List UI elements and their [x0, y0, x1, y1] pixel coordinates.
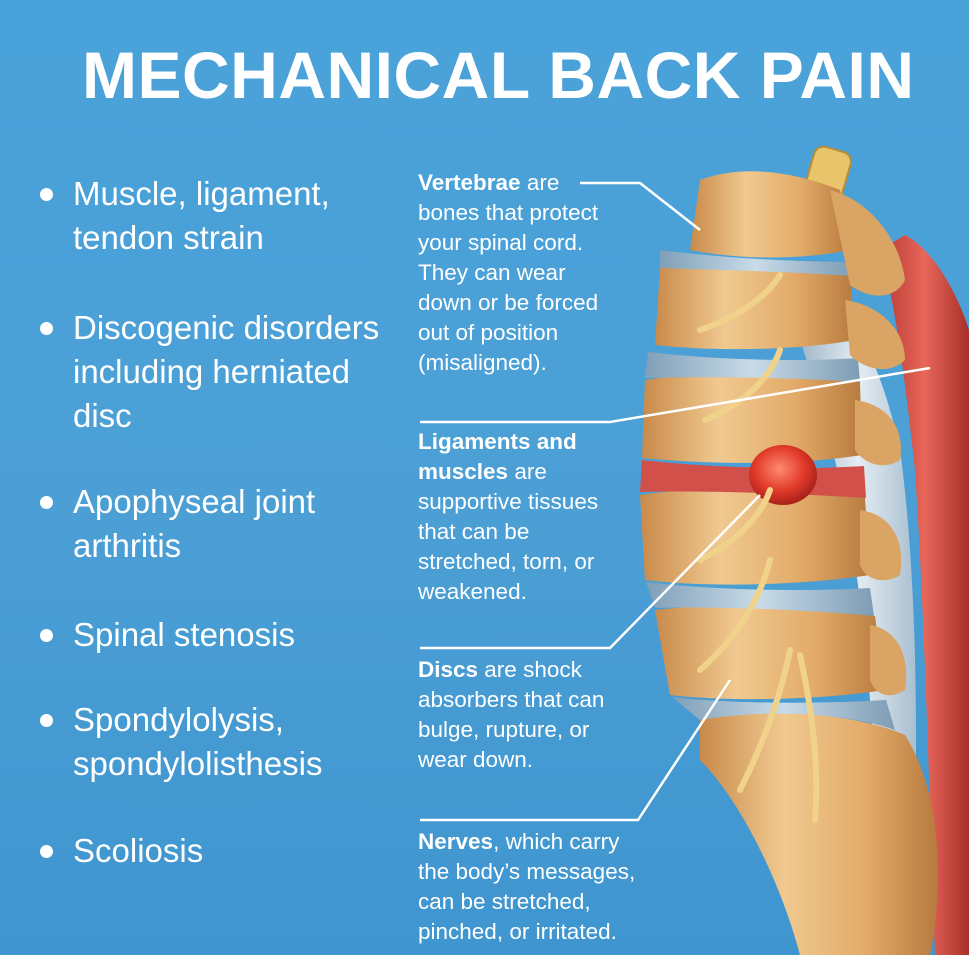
page-title: MECHANICAL BACK PAIN [82, 38, 915, 112]
bullet-dot-icon [40, 714, 53, 727]
muscle [880, 235, 969, 955]
cause-text: Scoliosis [73, 832, 204, 869]
vertebrae-term: Vertebrae [418, 170, 521, 195]
cause-text: Muscle, ligament, tendon strain [73, 175, 330, 256]
vertebrae-annotation: Vertebrae are bones that protect your sp… [418, 168, 668, 378]
vertebrae-line: They can wear [418, 260, 566, 285]
nerves-annotation: Nerves, which carry the body’s messages,… [418, 827, 668, 947]
ligaments-annotation: Ligaments and muscles are supportive tis… [418, 427, 668, 607]
discs-line: bulge, rupture, or [418, 717, 590, 742]
ligaments-second-rest: are [508, 459, 547, 484]
discs-first-rest: are shock [478, 657, 582, 682]
discs-line: wear down. [418, 747, 534, 772]
cause-text: Spinal stenosis [73, 616, 295, 653]
leader-lines [420, 181, 931, 822]
nerves-line: the body’s messages, [418, 859, 636, 884]
bullet-dot-icon [40, 629, 53, 642]
ligaments-line: stretched, torn, or [418, 549, 595, 574]
ligaments-line: weakened. [418, 579, 527, 604]
bullet-dot-icon [40, 188, 53, 201]
list-item: Muscle, ligament, tendon strain [40, 172, 410, 260]
nerves-line: pinched, or irritated. [418, 919, 617, 944]
vertebrae-line: out of position [418, 320, 559, 345]
bullet-dot-icon [40, 496, 53, 509]
list-item: Scoliosis [40, 829, 410, 873]
nerves-first-rest: , which carry [493, 829, 620, 854]
muscles-term: muscles [418, 459, 509, 484]
vertebrae-line: (misaligned). [418, 350, 547, 375]
list-item: Apophyseal joint arthritis [40, 480, 410, 568]
cause-text: Apophyseal joint arthritis [73, 483, 316, 564]
list-item: Spondylolysis, spondylolisthesis [40, 698, 410, 786]
bullet-dot-icon [40, 322, 53, 335]
ligaments-line: that can be [418, 519, 530, 544]
vertebrae-line: your spinal cord. [418, 230, 584, 255]
discs-line: absorbers that can [418, 687, 605, 712]
nerves-term: Nerves [418, 829, 494, 854]
discs-term: Discs [418, 657, 479, 682]
herniated-disc [749, 445, 817, 505]
nerves-line: can be stretched, [418, 889, 591, 914]
cause-text: Discogenic disorders including herniated… [73, 309, 380, 434]
vertebrae-first-rest: are [520, 170, 560, 195]
ligaments-line: supportive tissues [418, 489, 599, 514]
ligaments-term: Ligaments and [418, 429, 577, 454]
discs-annotation: Discs are shock absorbers that can bulge… [418, 655, 668, 775]
vertebrae-line: bones that protect [418, 200, 599, 225]
cause-text: Spondylolysis, spondylolisthesis [73, 701, 323, 782]
vertebrae-line: down or be forced [418, 290, 599, 315]
list-item: Spinal stenosis [40, 613, 410, 657]
bullet-dot-icon [40, 845, 53, 858]
list-item: Discogenic disorders including herniated… [40, 306, 410, 438]
